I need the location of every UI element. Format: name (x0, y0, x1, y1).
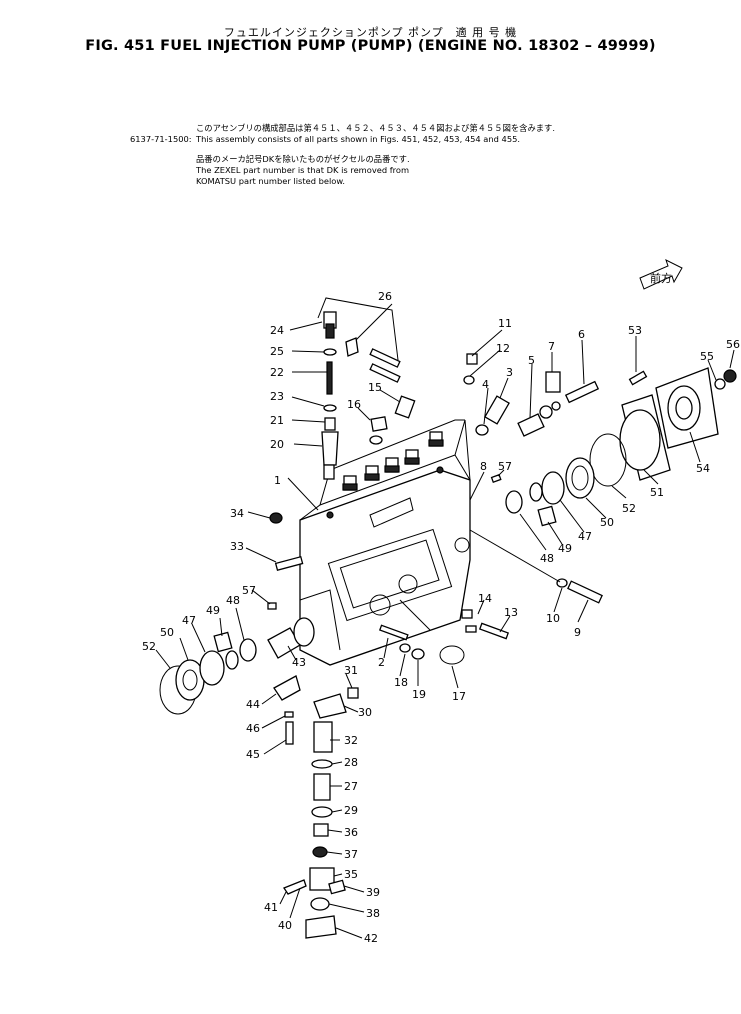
callout-22: 22 (270, 366, 284, 379)
callout-41: 41 (264, 901, 278, 914)
right-bearing-set (490, 457, 595, 527)
callout-39: 39 (366, 886, 380, 899)
callout-31: 31 (344, 664, 358, 677)
callout-49-left: 49 (206, 604, 220, 617)
bolt-9-10 (556, 578, 603, 604)
callout-48-left: 48 (226, 594, 240, 607)
callout-51: 51 (650, 486, 664, 499)
callout-46: 46 (246, 722, 260, 735)
note-line3-en: KOMATSU part number listed below. (196, 176, 346, 186)
callout-37: 37 (344, 848, 358, 861)
callout-14: 14 (478, 592, 492, 605)
callout-45: 45 (246, 748, 260, 761)
callout-44: 44 (246, 698, 260, 711)
callout-24: 24 (270, 324, 284, 337)
callout-28: 28 (344, 756, 358, 769)
callout-47: 47 (578, 530, 592, 543)
callout-11: 11 (498, 317, 512, 330)
callout-57-left: 57 (242, 584, 256, 597)
callout-10: 10 (546, 612, 560, 625)
callout-5: 5 (528, 354, 535, 367)
callout-47-left: 47 (182, 614, 196, 627)
note-line2-jp: 品番のメーカ記号DKを除いたものがゼクセルの品番です. (196, 154, 410, 164)
callout-labels: 1 2 3 4 5 6 7 8 9 10 11 12 13 14 15 16 1… (142, 290, 740, 945)
front-direction-label: 前方 (650, 271, 672, 285)
callout-48: 48 (540, 552, 554, 565)
top-right-fittings (463, 353, 600, 437)
callout-1: 1 (274, 474, 281, 487)
callout-25: 25 (270, 345, 284, 358)
callout-30: 30 (358, 706, 372, 719)
callout-33: 33 (230, 540, 244, 553)
callout-13: 13 (504, 606, 518, 619)
note-line1-jp: このアセンブリの構成部品は第４５１、４５２、４５３、４５４図および第４５５図を含… (196, 123, 555, 133)
callout-2: 2 (378, 656, 385, 669)
callout-49: 49 (558, 542, 572, 555)
delivery-valve-holders (342, 431, 444, 491)
callout-19: 19 (412, 688, 426, 701)
callout-18: 18 (394, 676, 408, 689)
callout-20: 20 (270, 438, 284, 451)
pump-housing (299, 419, 471, 666)
callout-27: 27 (344, 780, 358, 793)
callout-4: 4 (482, 378, 489, 391)
callout-15: 15 (368, 381, 382, 394)
tappet-stack-parts (283, 687, 359, 939)
left-bearing-set (159, 631, 257, 715)
callout-9: 9 (574, 626, 581, 639)
callout-53: 53 (628, 324, 642, 337)
callout-57-right: 57 (498, 460, 512, 473)
callout-35: 35 (344, 868, 358, 881)
callout-26: 26 (378, 290, 392, 303)
callout-43: 43 (292, 656, 306, 669)
callout-6: 6 (578, 328, 585, 341)
callout-42: 42 (364, 932, 378, 945)
callout-7: 7 (548, 340, 555, 353)
callout-29: 29 (344, 804, 358, 817)
parts-15-16 (369, 395, 416, 445)
governor-side-parts (589, 367, 737, 487)
callout-23: 23 (270, 390, 284, 403)
left-side-parts (267, 512, 315, 659)
callout-12: 12 (496, 342, 510, 355)
bracket-44-46-45 (273, 675, 301, 745)
note-line1-en: This assembly consists of all parts show… (196, 134, 521, 144)
callout-36: 36 (344, 826, 358, 839)
callout-55: 55 (700, 350, 714, 363)
callout-8: 8 (480, 460, 487, 473)
callout-56: 56 (726, 338, 740, 351)
leader-lines (155, 303, 735, 939)
callout-54: 54 (696, 462, 710, 475)
callout-21: 21 (270, 414, 284, 427)
lower-front-parts (378, 609, 510, 665)
callout-50-left: 50 (160, 626, 174, 639)
callout-3: 3 (506, 366, 513, 379)
callout-52: 52 (622, 502, 636, 515)
callout-38: 38 (366, 907, 380, 920)
callout-34: 34 (230, 507, 244, 520)
callout-40: 40 (278, 919, 292, 932)
bolt-set-26 (317, 297, 401, 383)
callout-52-left: 52 (142, 640, 156, 653)
callout-17: 17 (452, 690, 466, 703)
callout-32: 32 (344, 734, 358, 747)
callout-16: 16 (347, 398, 361, 411)
plunger-stack-parts (321, 311, 339, 480)
title-japanese: フュエルインジェクションポンプ ポンプ 適 用 号 機 (223, 26, 518, 39)
callout-50: 50 (600, 516, 614, 529)
front-direction-arrow: 前方 (639, 259, 683, 290)
assembly-part-number: 6137-71-1500: (130, 134, 192, 144)
figure-title: FIG. 451 FUEL INJECTION PUMP (PUMP) (ENG… (85, 38, 656, 54)
note-line2-en: The ZEXEL part number is that DK is remo… (196, 165, 410, 175)
